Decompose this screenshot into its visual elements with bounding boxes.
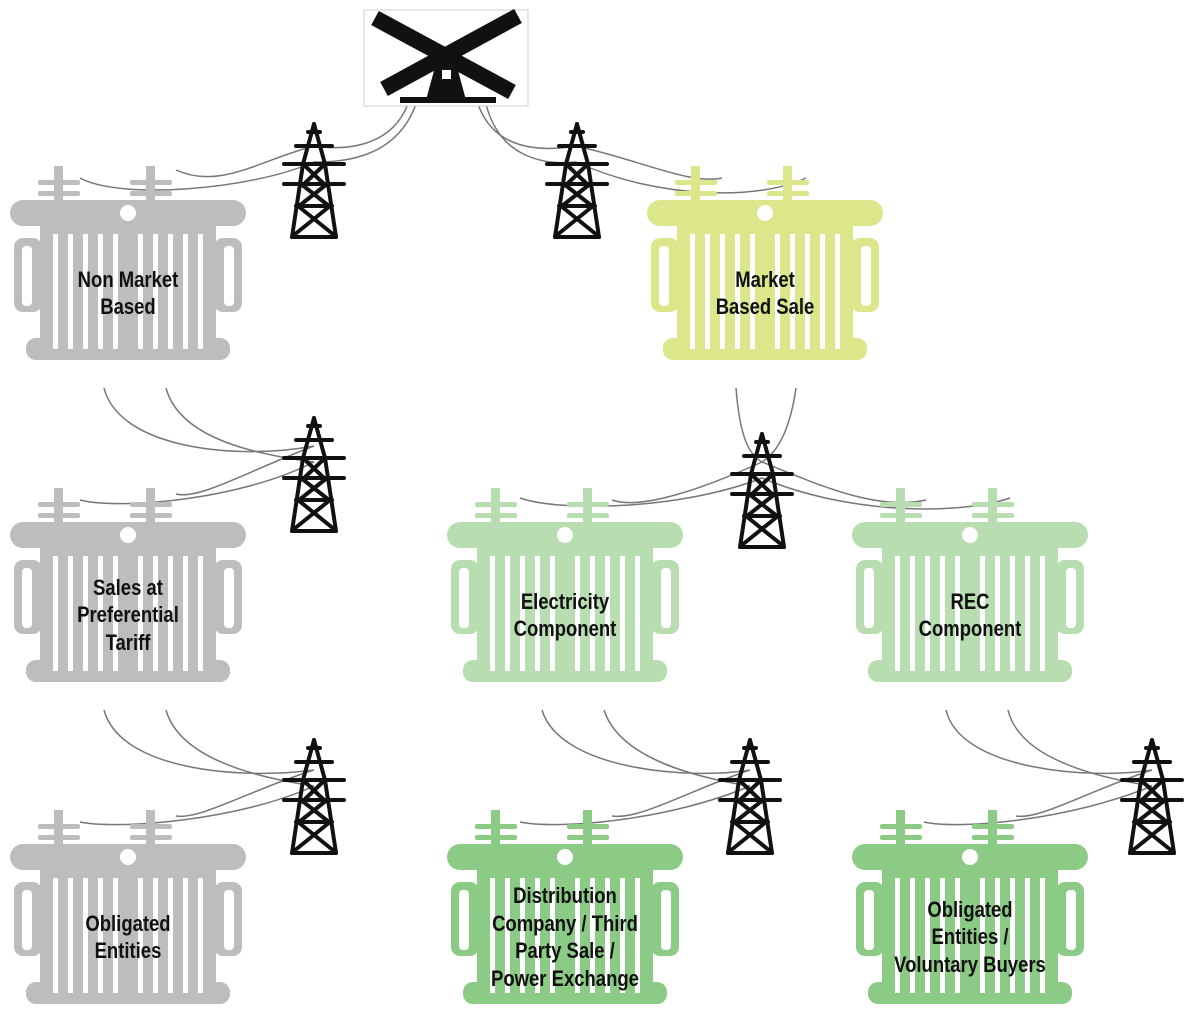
- windmill-icon: [363, 8, 529, 107]
- wire-line: [923, 785, 1153, 826]
- wire-line: [603, 709, 751, 787]
- transformer-icon: [647, 166, 883, 360]
- transmission-tower-icon: [718, 738, 782, 855]
- wire-line: [313, 103, 409, 149]
- wire-line: [541, 709, 751, 775]
- wire-line: [611, 769, 751, 818]
- transformer-icon: [447, 810, 683, 1004]
- wire-line: [611, 461, 763, 504]
- wire-line: [519, 477, 763, 508]
- wire-line: [103, 387, 315, 453]
- wire-line: [1007, 709, 1153, 787]
- transmission-tower-icon: [282, 738, 346, 855]
- transformer-icon: [10, 488, 246, 682]
- wire-line: [519, 785, 751, 826]
- transformer-icon: [447, 488, 683, 682]
- wire-line: [103, 709, 315, 775]
- transformer-icon: [10, 166, 246, 360]
- wire-line: [761, 387, 797, 463]
- wire-line: [79, 785, 315, 826]
- wire-line: [175, 445, 315, 496]
- transmission-tower-icon: [1120, 738, 1184, 855]
- transformer-icon: [852, 810, 1088, 1004]
- transmission-tower-icon: [730, 432, 794, 549]
- wire-line: [575, 145, 723, 180]
- transmission-tower-icon: [545, 122, 609, 239]
- wire-line: [79, 461, 315, 505]
- wire-line: [175, 145, 315, 178]
- wire-line: [79, 161, 315, 191]
- wire-line: [485, 103, 577, 164]
- transformer-icon: [852, 488, 1088, 682]
- wire-line: [175, 769, 315, 818]
- wire-line: [945, 709, 1153, 775]
- wire-line: [313, 103, 417, 163]
- wire-line: [477, 103, 577, 150]
- wire-line: [1015, 769, 1153, 818]
- wire-line: [735, 387, 763, 463]
- transmission-tower-icon: [282, 122, 346, 239]
- wire-line: [165, 709, 315, 787]
- transformers: [10, 166, 1088, 1004]
- transmission-tower-icon: [282, 416, 346, 533]
- transformer-icon: [10, 810, 246, 1004]
